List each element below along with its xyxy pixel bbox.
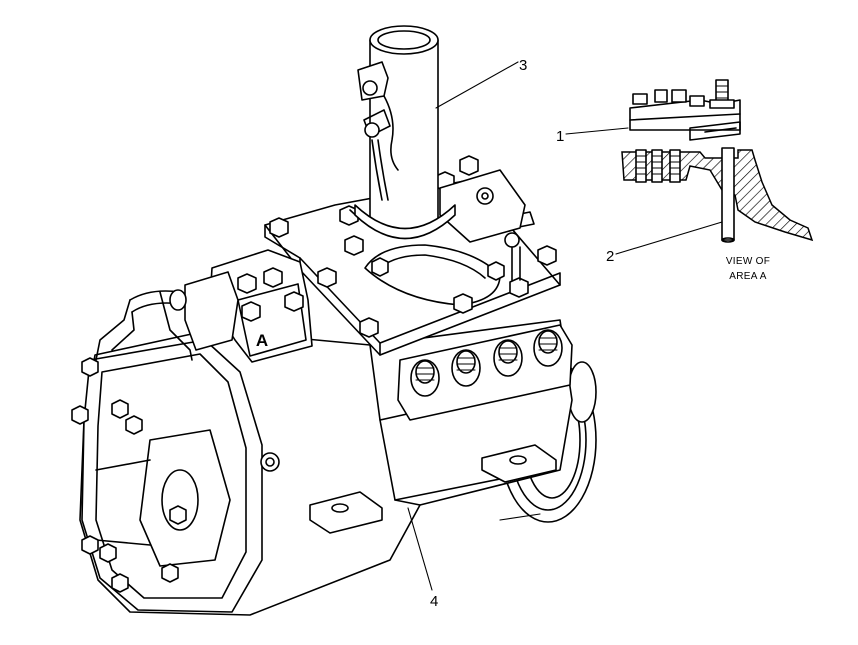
throttle-linkage	[95, 271, 239, 361]
detail-studs	[635, 149, 681, 183]
area-a-marker: A	[256, 331, 268, 350]
detail-caption-line-2: AREA A	[729, 271, 766, 282]
tube-clips	[357, 61, 399, 201]
delivery-valve-holders	[397, 324, 573, 421]
detail-pin	[721, 147, 735, 241]
callout-4: 4	[430, 593, 438, 610]
callout-1: 1	[556, 128, 564, 145]
mounting-foot-left	[309, 491, 383, 534]
bracket	[439, 169, 526, 243]
callout-2: 2	[606, 248, 614, 265]
fuel-tube	[349, 25, 456, 240]
detail-view-area-a: VIEW OF AREA A	[565, 79, 814, 282]
detail-caption-line-1: VIEW OF	[726, 256, 770, 267]
hatched-section	[621, 149, 814, 242]
cover-bolts	[71, 357, 187, 593]
callout-3: 3	[519, 57, 527, 74]
fuel-pump-assembly: A	[71, 25, 597, 616]
